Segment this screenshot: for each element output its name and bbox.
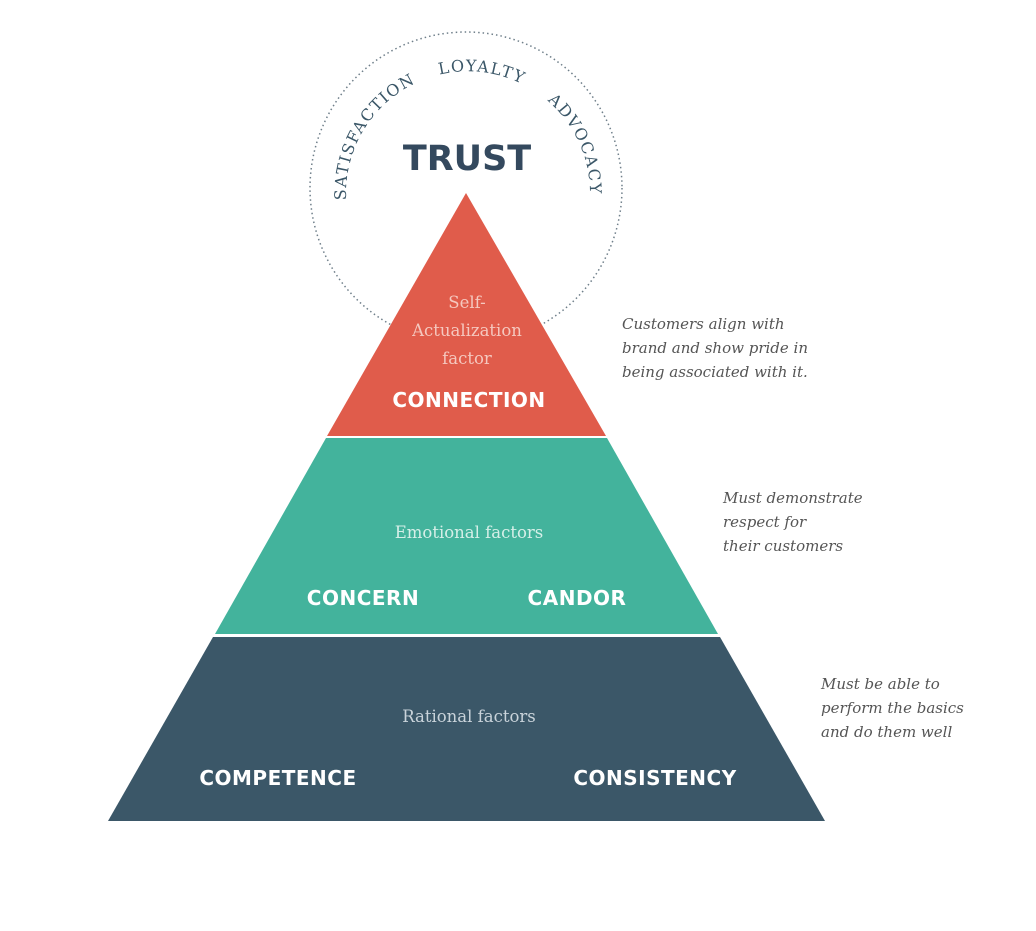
- note-connection: Customers align with brand and show prid…: [622, 315, 808, 381]
- tier-subtitle: Actualization: [411, 321, 522, 340]
- note-line: being associated with it.: [622, 363, 808, 381]
- tier-subtitle: factor: [442, 349, 492, 368]
- note-line: perform the basics: [821, 699, 964, 717]
- arc-word-satisfaction: SATISFACTION: [331, 69, 418, 200]
- arc-word-loyalty: LOYALTY: [437, 56, 529, 88]
- pyramid-tier-emotional: [215, 438, 718, 634]
- pyramid-tier-rational: [108, 637, 825, 821]
- pyramid-tier-connection: [327, 193, 606, 436]
- note-line: Must demonstrate: [722, 489, 863, 507]
- note-emotional: Must demonstrate respect for their custo…: [722, 489, 863, 555]
- trust-title: TRUST: [403, 139, 531, 179]
- trust-dotted-circle: [309, 31, 623, 345]
- note-line: brand and show pride in: [622, 339, 808, 357]
- factor-competence: COMPETENCE: [199, 766, 356, 790]
- note-rational: Must be able to perform the basics and d…: [820, 675, 964, 741]
- tier-subtitle: Rational factors: [402, 707, 536, 726]
- factor-candor: CANDOR: [528, 586, 627, 610]
- tier-subtitle: Emotional factors: [395, 523, 544, 542]
- arc-word-advocacy: ADVOCACY: [544, 89, 605, 195]
- factor-connection: CONNECTION: [392, 388, 545, 412]
- note-line: and do them well: [821, 723, 952, 741]
- tier-subtitle: Self-: [448, 293, 485, 312]
- note-line: their customers: [723, 537, 843, 555]
- factor-concern: CONCERN: [307, 586, 419, 610]
- note-line: respect for: [723, 513, 807, 531]
- factor-consistency: CONSISTENCY: [573, 766, 736, 790]
- note-line: Customers align with: [622, 315, 785, 333]
- note-line: Must be able to: [820, 675, 940, 693]
